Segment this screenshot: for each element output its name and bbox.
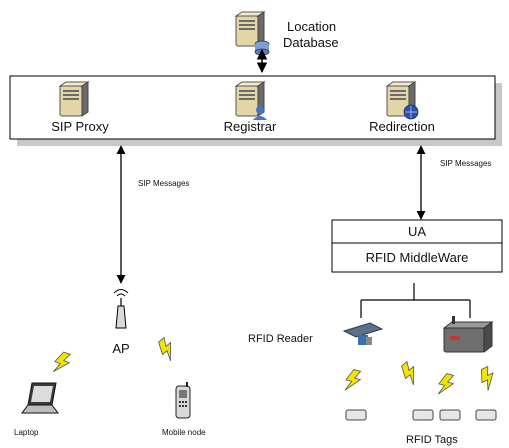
rfid-tag-1 xyxy=(345,409,367,421)
ap-label: AP xyxy=(112,341,130,356)
rfid-tags-label: RFID Tags xyxy=(406,434,458,446)
laptop-icon xyxy=(21,382,59,414)
wireless-link-ap-laptop-icon xyxy=(51,349,73,377)
redirection-label: Redirection xyxy=(369,119,435,134)
location-database-label-line2: Database xyxy=(283,35,339,50)
mobile-node-label: Mobile node xyxy=(162,428,206,437)
rfid-reader-box-icon xyxy=(442,316,494,353)
sip-messages-right-label: SIP Messages xyxy=(440,159,492,168)
wireless-link-ap-mobile-icon xyxy=(154,335,181,363)
sip-proxy-server-icon xyxy=(59,81,89,117)
rfid-tag-4 xyxy=(475,409,497,421)
access-point-icon xyxy=(113,289,129,329)
sip-messages-left-label: SIP Messages xyxy=(138,179,190,188)
wireless-link-tag4-icon xyxy=(476,365,500,392)
laptop-label: Laptop xyxy=(14,428,39,437)
sip-proxy-label: SIP Proxy xyxy=(51,119,109,134)
wireless-link-tag3-icon xyxy=(435,371,456,398)
ua-label: UA xyxy=(407,224,427,239)
rfid-tag-2 xyxy=(412,409,434,421)
redirection-server-icon xyxy=(386,81,419,120)
rfid-reader-antenna-icon xyxy=(342,322,384,345)
rfid-middleware-label: RFID MiddleWare xyxy=(365,250,469,265)
middleware-box xyxy=(331,242,503,273)
middleware-reader-connectors xyxy=(360,283,471,318)
wireless-link-tag2-icon xyxy=(397,359,424,387)
wireless-link-tag1-icon xyxy=(342,367,363,394)
rfid-tag-3 xyxy=(439,409,461,421)
mobile-phone-icon xyxy=(175,382,191,419)
registrar-server-icon xyxy=(235,81,267,120)
rfid-reader-label: RFID Reader xyxy=(248,333,313,345)
location-database-icon xyxy=(235,11,270,56)
registrar-label: Registrar xyxy=(223,119,277,134)
location-database-label-line1: Location xyxy=(287,19,337,34)
